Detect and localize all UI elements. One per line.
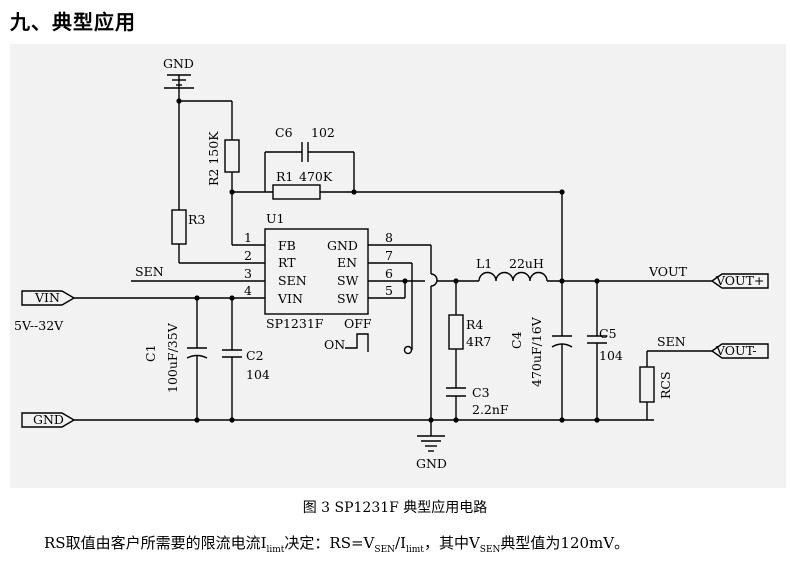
- label-rcs: RCS: [658, 371, 673, 399]
- note-sub-2: SEN: [374, 545, 396, 555]
- label-r2: R2 150K: [206, 131, 221, 186]
- schematic-diagram: GND R2 150K C6 102 R1 470K R3 U1 1 2 3 4…: [10, 44, 786, 488]
- pin-number-6: 6: [385, 266, 393, 281]
- label-u1: U1: [266, 211, 285, 226]
- label-l1: L1: [476, 256, 492, 271]
- port-label-vout-minus: VOUT-: [715, 343, 757, 358]
- label-c1-value: 100uF/35V: [165, 322, 180, 393]
- note-part-2: 决定：RS=V: [284, 534, 375, 552]
- resistor-r4: [448, 314, 464, 350]
- resistor-r1: [272, 184, 321, 200]
- label-r1-value: 470K: [299, 169, 333, 184]
- port-vout-minus: [710, 343, 769, 359]
- inductor-l1: [478, 271, 548, 282]
- note-sub-3: limt: [406, 545, 424, 555]
- pin-number-2: 2: [244, 248, 252, 263]
- capacitor-c6: [301, 142, 309, 162]
- pin-number-5: 5: [385, 283, 393, 298]
- label-r4: R4: [466, 317, 483, 332]
- note-part-1: RS取值由客户所需要的限流电流I: [44, 534, 267, 552]
- label-gnd-top: GND: [163, 56, 194, 71]
- net-label-sen: SEN: [135, 264, 164, 279]
- section-heading: 九、典型应用: [10, 10, 136, 34]
- label-r4-value: 4R7: [466, 334, 491, 349]
- label-c4: C4: [509, 331, 524, 349]
- pin-number-1: 1: [244, 230, 252, 245]
- label-gnd-bottom: GND: [416, 456, 447, 471]
- label-c3-value: 2.2nF: [472, 402, 509, 417]
- pin-number-4: 4: [244, 283, 252, 298]
- capacitor-c3: [446, 387, 466, 397]
- label-c5: C5: [599, 326, 617, 341]
- net-label-sen-out: SEN: [657, 334, 686, 349]
- note-part-5: 典型值为120mV。: [500, 534, 630, 552]
- note-sub-4: SEN: [479, 545, 501, 555]
- gnd-symbol-bottom: [417, 420, 445, 452]
- port-label-gnd: GND: [33, 412, 64, 427]
- pin-number-8: 8: [385, 230, 393, 245]
- port-vin: [21, 290, 76, 306]
- label-c6-value: 102: [311, 125, 335, 140]
- port-label-vin: VIN: [34, 290, 60, 305]
- label-c2-value: 104: [246, 367, 270, 382]
- capacitor-c1: [186, 347, 208, 359]
- figure-caption: 图 3 SP1231F 典型应用电路: [302, 500, 488, 516]
- on-off-pulse-symbol: [345, 333, 369, 352]
- note-part-3: /I: [395, 534, 407, 552]
- note-sub-1: limt: [266, 545, 285, 555]
- label-c3: C3: [472, 385, 490, 400]
- pin-label-sw-6: SW: [337, 273, 359, 288]
- note-part-4: ，其中V: [423, 534, 480, 552]
- junction-dots: [176, 98, 600, 423]
- ic-u1: [264, 228, 369, 315]
- pin-label-gnd: GND: [327, 238, 358, 253]
- pin-label-sw-5: SW: [337, 291, 359, 306]
- chip-name: SP1231F: [266, 316, 324, 331]
- gnd-symbol-top: [164, 74, 194, 210]
- resistor-r3: [171, 209, 187, 245]
- net-label-vout: VOUT: [648, 264, 688, 279]
- switch-on-label: ON: [324, 337, 345, 352]
- pin-label-fb: FB: [278, 238, 296, 253]
- port-label-vout-plus: VOUT+: [715, 273, 764, 288]
- rs-note: RS取值由客户所需要的限流电流Ilimt决定：RS=VSEN/Ilimt，其中V…: [44, 532, 629, 555]
- port-vout-plus: [710, 273, 769, 289]
- port-gnd: [21, 412, 76, 428]
- pin-label-sen: SEN: [278, 273, 307, 288]
- pin-number-3: 3: [244, 266, 252, 281]
- label-r1: R1: [276, 169, 293, 184]
- label-c1: C1: [143, 344, 158, 362]
- vin-range: 5V--32V: [14, 318, 64, 333]
- pin-label-en: EN: [337, 255, 357, 270]
- label-r3: R3: [188, 212, 205, 227]
- resistor-r2: [224, 139, 240, 173]
- label-c2: C2: [246, 348, 264, 363]
- label-c6: C6: [275, 125, 293, 140]
- label-l1-value: 22uH: [509, 256, 544, 271]
- pin-number-7: 7: [385, 248, 393, 263]
- resistor-rcs: [639, 366, 655, 403]
- switch-off-label: OFF: [344, 316, 372, 331]
- switch-contact: [403, 345, 413, 355]
- label-c4-value: 470uF/16V: [529, 316, 544, 387]
- pin-label-vin: VIN: [277, 291, 303, 306]
- label-c5-value: 104: [599, 348, 623, 363]
- capacitor-c2: [222, 349, 242, 358]
- pin-label-rt: RT: [278, 255, 296, 270]
